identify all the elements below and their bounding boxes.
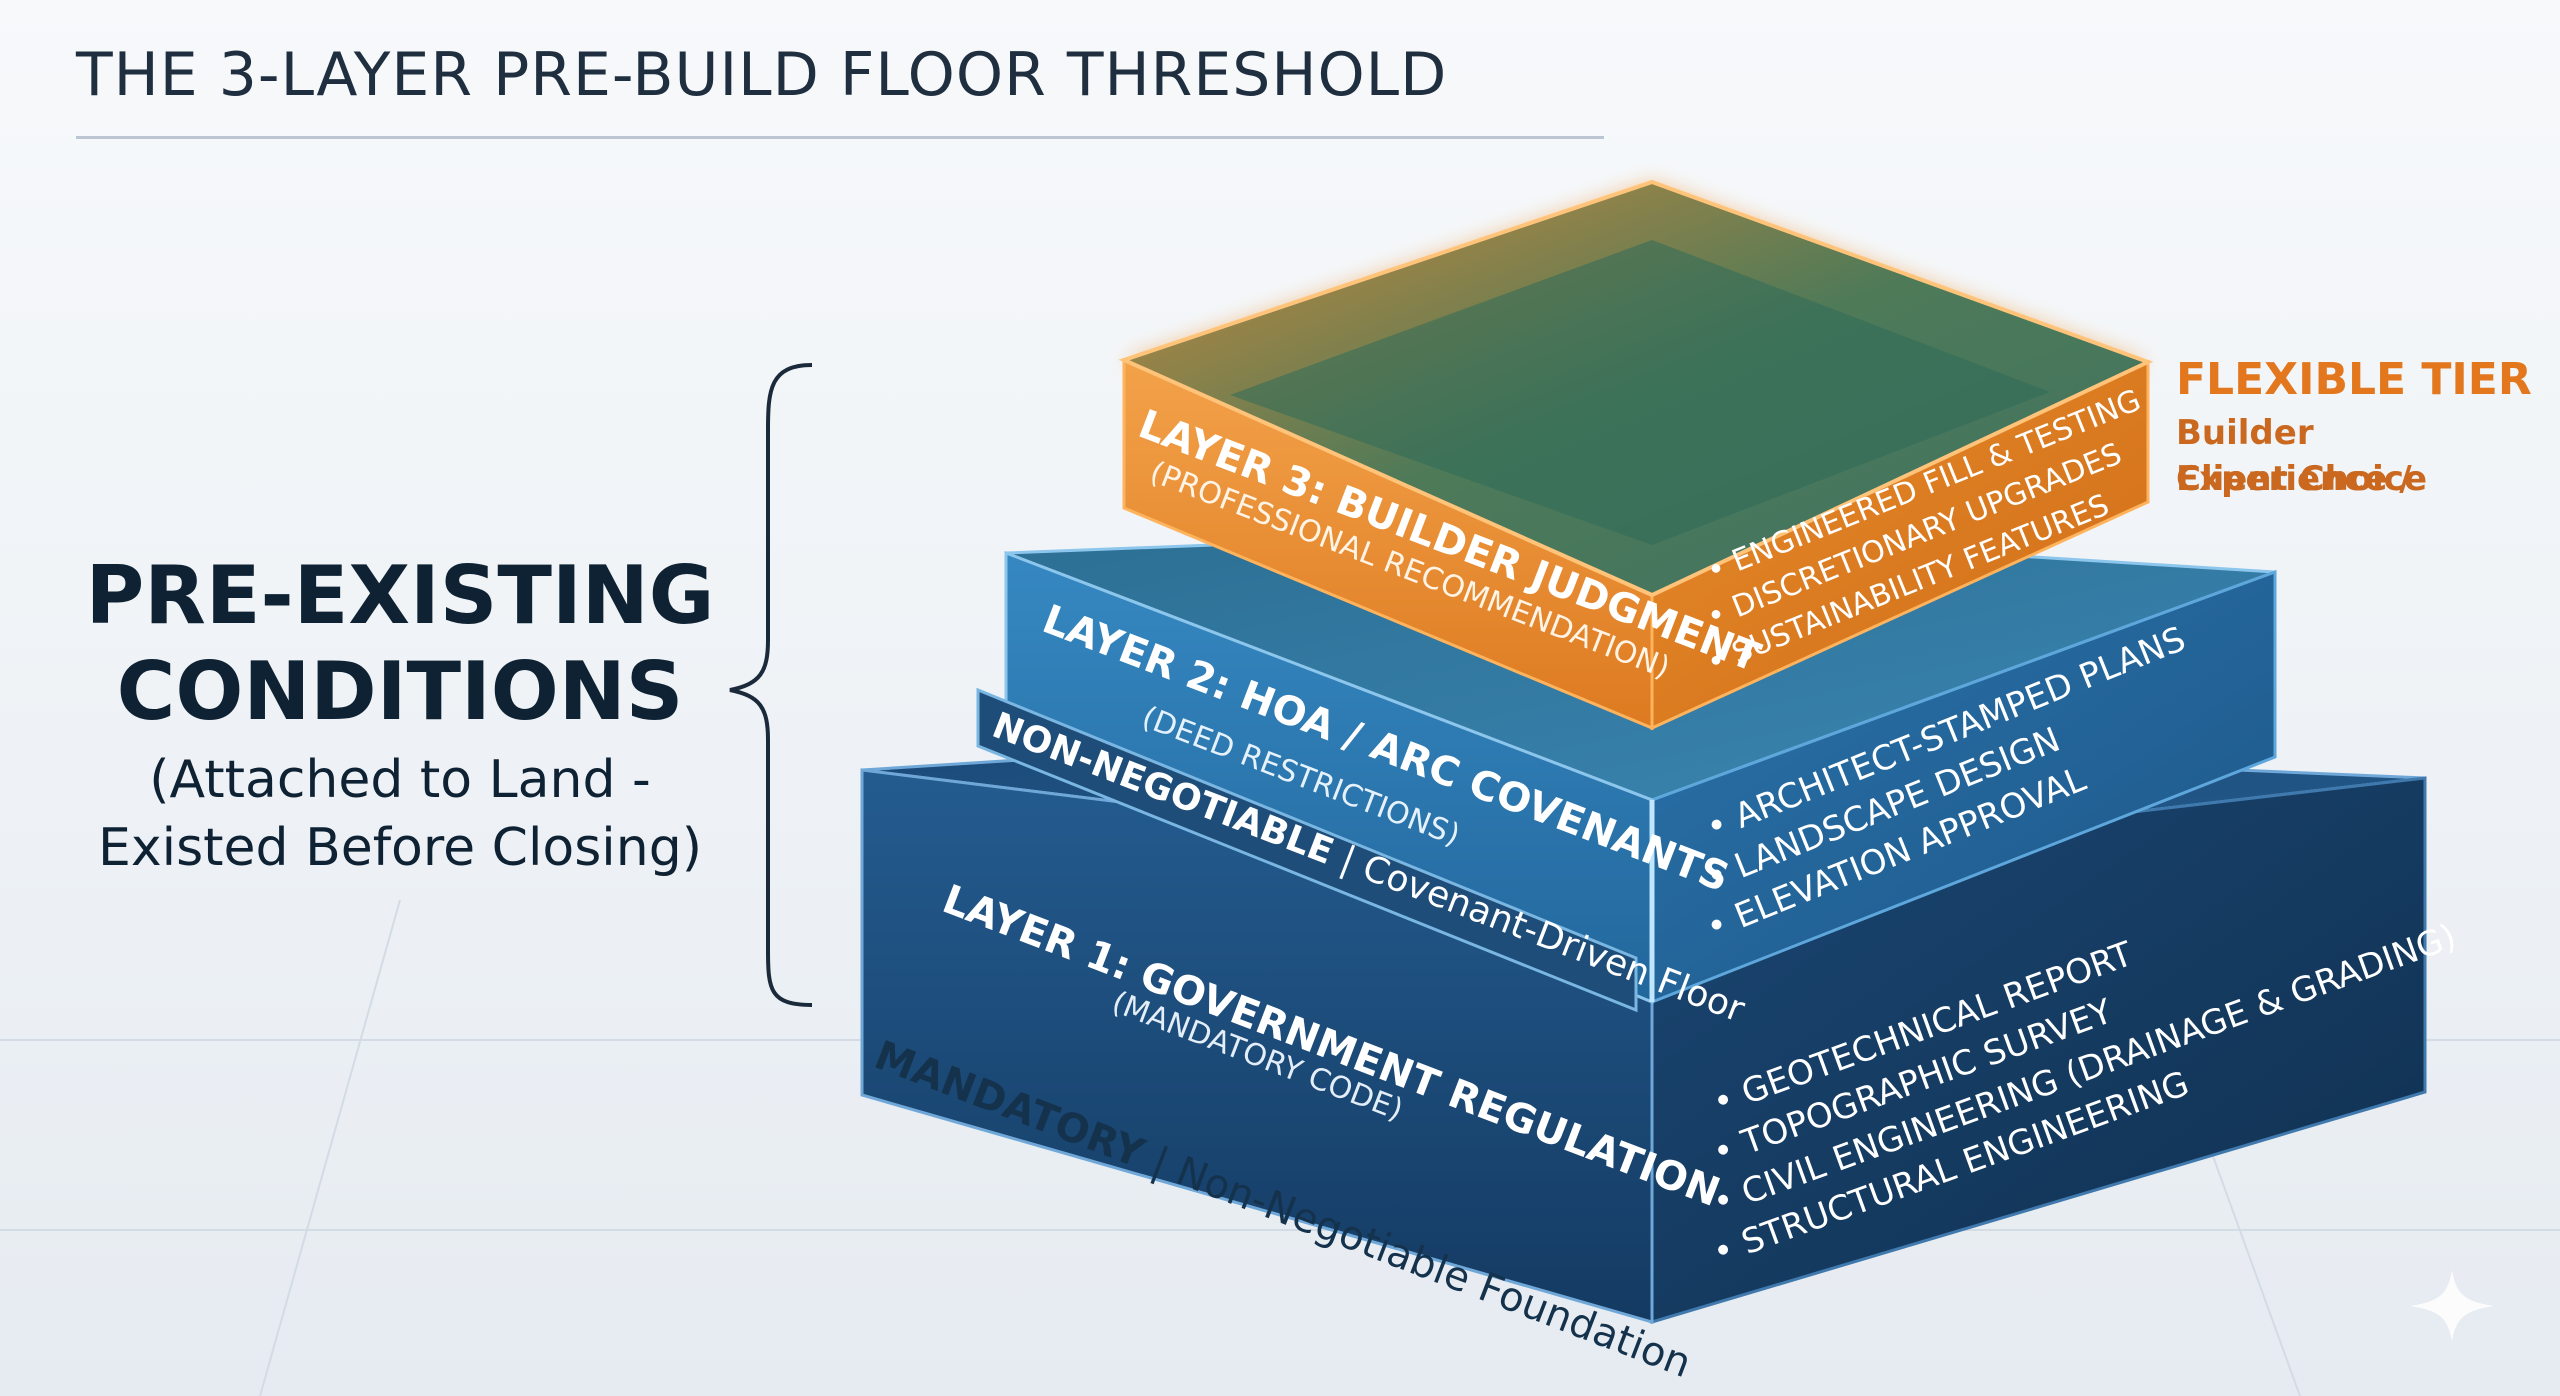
flexible-tier-title: FLEXIBLE TIER bbox=[2176, 354, 2532, 405]
left-panel: PRE-EXISTING CONDITIONS (Attached to Lan… bbox=[40, 548, 760, 882]
title-underline bbox=[76, 136, 1604, 139]
page-title: THE 3-LAYER PRE-BUILD FLOOR THRESHOLD bbox=[76, 40, 1448, 110]
pre-existing-heading-line-2: CONDITIONS bbox=[116, 645, 684, 738]
flexible-tier-sub-line-1: Builder Experience / bbox=[2176, 413, 2412, 499]
layer-3-block bbox=[1118, 179, 2154, 731]
pre-existing-sub-line-1: (Attached to Land - bbox=[149, 750, 651, 810]
flexible-tier-sub-line-2: Client Choice bbox=[2176, 459, 2427, 499]
covenant-tag-strip bbox=[976, 687, 1638, 1013]
pre-existing-sub-line-2: Existed Before Closing) bbox=[98, 818, 702, 878]
pre-existing-heading-line-1: PRE-EXISTING bbox=[85, 549, 715, 642]
curly-brace-icon bbox=[729, 363, 813, 1007]
sparkle-icon bbox=[2410, 1270, 2494, 1342]
